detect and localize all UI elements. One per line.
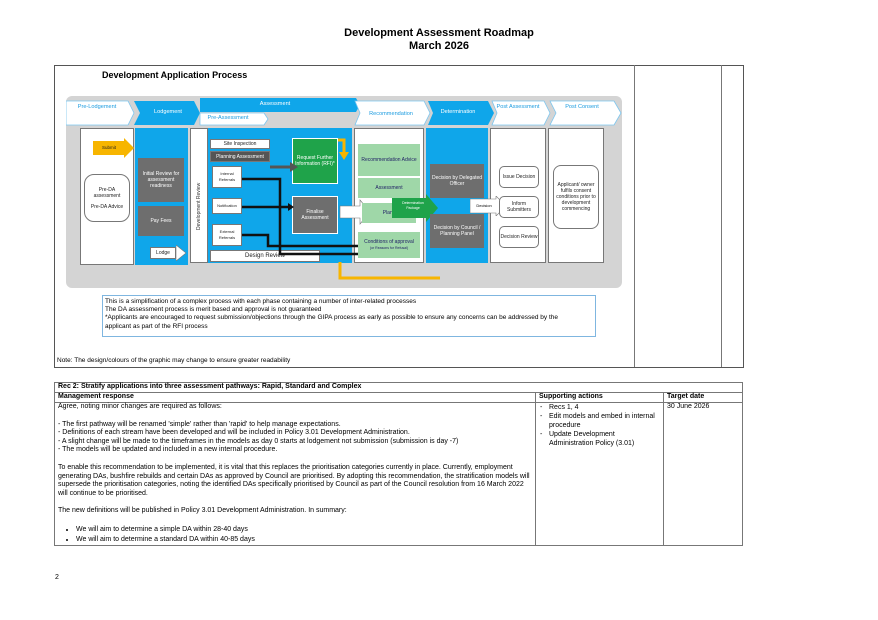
initial-review-step: Initial Review for assessment readiness	[138, 158, 184, 202]
submit-step: Submit	[93, 141, 125, 155]
diagram-frame	[54, 65, 744, 368]
design-note: Note: The design/colours of the graphic …	[57, 357, 291, 364]
development-review-label: Development Review	[196, 183, 202, 230]
rec-heading: Rec 2: Stratify applications into three …	[54, 382, 743, 393]
pre-da-advice-label: Pre-DA Advice	[90, 203, 124, 210]
inform-submitters-step: Inform Submitters	[499, 196, 539, 218]
action-item: Edit models and embed in internal proced…	[540, 412, 660, 430]
pay-fees-step: Pay Fees	[138, 206, 184, 236]
summary-item: We will aim to determine a standard DA w…	[76, 535, 532, 545]
phase-post-consent: Post Consent	[565, 104, 599, 110]
col-target-date: Target date	[663, 392, 743, 403]
planning-assessment-step: Planning Assessment	[210, 151, 270, 162]
conditions-label: Conditions of approval	[364, 239, 414, 245]
conditions-step: Conditions of approval (or Reasons for R…	[358, 232, 420, 258]
notes-line: applicant as part of the RFI process	[105, 322, 208, 330]
summary-item: We will aim to determine a simple DA wit…	[76, 525, 532, 535]
notes-line: This is a simplification of a complex pr…	[105, 298, 417, 305]
recommendation-advice-step: Recommendation Advice	[358, 144, 420, 176]
supporting-actions-cell: Recs 1, 4 Edit models and embed in inter…	[535, 402, 664, 546]
response-bullet: - The models will be updated and include…	[58, 446, 278, 454]
response-paragraph: The new definitions will be published in…	[58, 507, 347, 515]
external-referrals-step: External Referrals	[212, 224, 242, 246]
submit-arrow-icon	[124, 138, 134, 158]
rfi-step: Request Further Information (RFI)*	[292, 138, 338, 184]
issue-decision-step: Issue Decision	[499, 166, 539, 188]
decision-council-step: Decision by Council / Planning Panel	[430, 214, 484, 248]
response-bullet: - Definitions of each stream have been d…	[58, 429, 410, 437]
phase-pre-assessment: Pre-Assessment	[207, 115, 249, 121]
document-title: Development Assessment Roadmap	[344, 27, 534, 39]
phase-post-assessment: Post Assessment	[496, 104, 540, 110]
action-item: Update Development Administration Policy…	[540, 430, 660, 448]
pre-da-assessment-label: Pre-DA assessment	[93, 186, 121, 199]
phase-recommendation: Recommendation	[369, 111, 413, 117]
actions-list: Recs 1, 4 Edit models and embed in inter…	[539, 403, 660, 448]
page-number: 2	[55, 574, 59, 581]
response-paragraph: Agree, noting minor changes are required…	[58, 403, 222, 410]
determination-package-label: Determination Package	[402, 201, 424, 210]
lodge-step: Lodge	[150, 247, 176, 259]
internal-referrals-step: Internal Referrals	[212, 166, 242, 188]
decision-label: Decision	[476, 203, 492, 208]
rec-table: Rec 2: Stratify applications into three …	[54, 382, 743, 546]
diagram-title: Development Application Process	[102, 70, 248, 80]
phase-lodgement: Lodgement	[154, 109, 182, 115]
phase-pre-lodgement: Pre-Lodgement	[77, 104, 117, 110]
response-bullet: - A slight change will be made to the ti…	[58, 437, 459, 445]
action-item: Recs 1, 4	[540, 403, 660, 412]
decision-officer-step: Decision by Delegated Officer	[430, 164, 484, 198]
management-response-cell: Agree, noting minor changes are required…	[54, 402, 536, 546]
summary-list: We will aim to determine a simple DA wit…	[58, 525, 532, 545]
target-date-cell: 30 June 2026	[663, 402, 743, 546]
notes-line: The DA assessment process is merit based…	[105, 306, 322, 314]
flow-arrows	[242, 138, 440, 280]
determination-package-arrow-icon	[392, 194, 438, 222]
decision-review-step: Decision Review	[499, 226, 539, 248]
finalise-assessment-step: Finalise Assessment	[292, 196, 338, 234]
development-review-column	[190, 128, 208, 263]
notes-line: *Applicants are encouraged to request su…	[105, 314, 558, 322]
phase-determination: Determination	[440, 109, 476, 115]
post-consent-step: Applicant/ owner fulfils consent conditi…	[553, 165, 599, 229]
conditions-sub-label: (or Reasons for Refusal)	[369, 246, 409, 250]
document-subtitle: March 2026	[409, 40, 469, 52]
response-bullet: - The first pathway will be renamed 'sim…	[58, 420, 341, 428]
rec-assessment-step: Assessment	[358, 178, 420, 198]
notes-box: This is a simplification of a complex pr…	[102, 295, 596, 337]
col-supporting-actions: Supporting actions	[535, 392, 664, 403]
col-management-response: Management response	[54, 392, 536, 403]
site-inspection-step: Site Inspection	[210, 139, 270, 149]
phase-assessment: Assessment	[259, 101, 291, 107]
response-paragraph: To enable this recommendation to be impl…	[58, 463, 530, 497]
lodge-arrow-icon	[176, 245, 186, 261]
frame-divider	[721, 65, 722, 367]
phase-chevrons	[66, 98, 622, 126]
pre-da-box: Pre-DA assessment Pre-DA Advice	[84, 174, 130, 222]
notification-step: Notification	[212, 198, 242, 214]
frame-divider	[634, 65, 635, 367]
